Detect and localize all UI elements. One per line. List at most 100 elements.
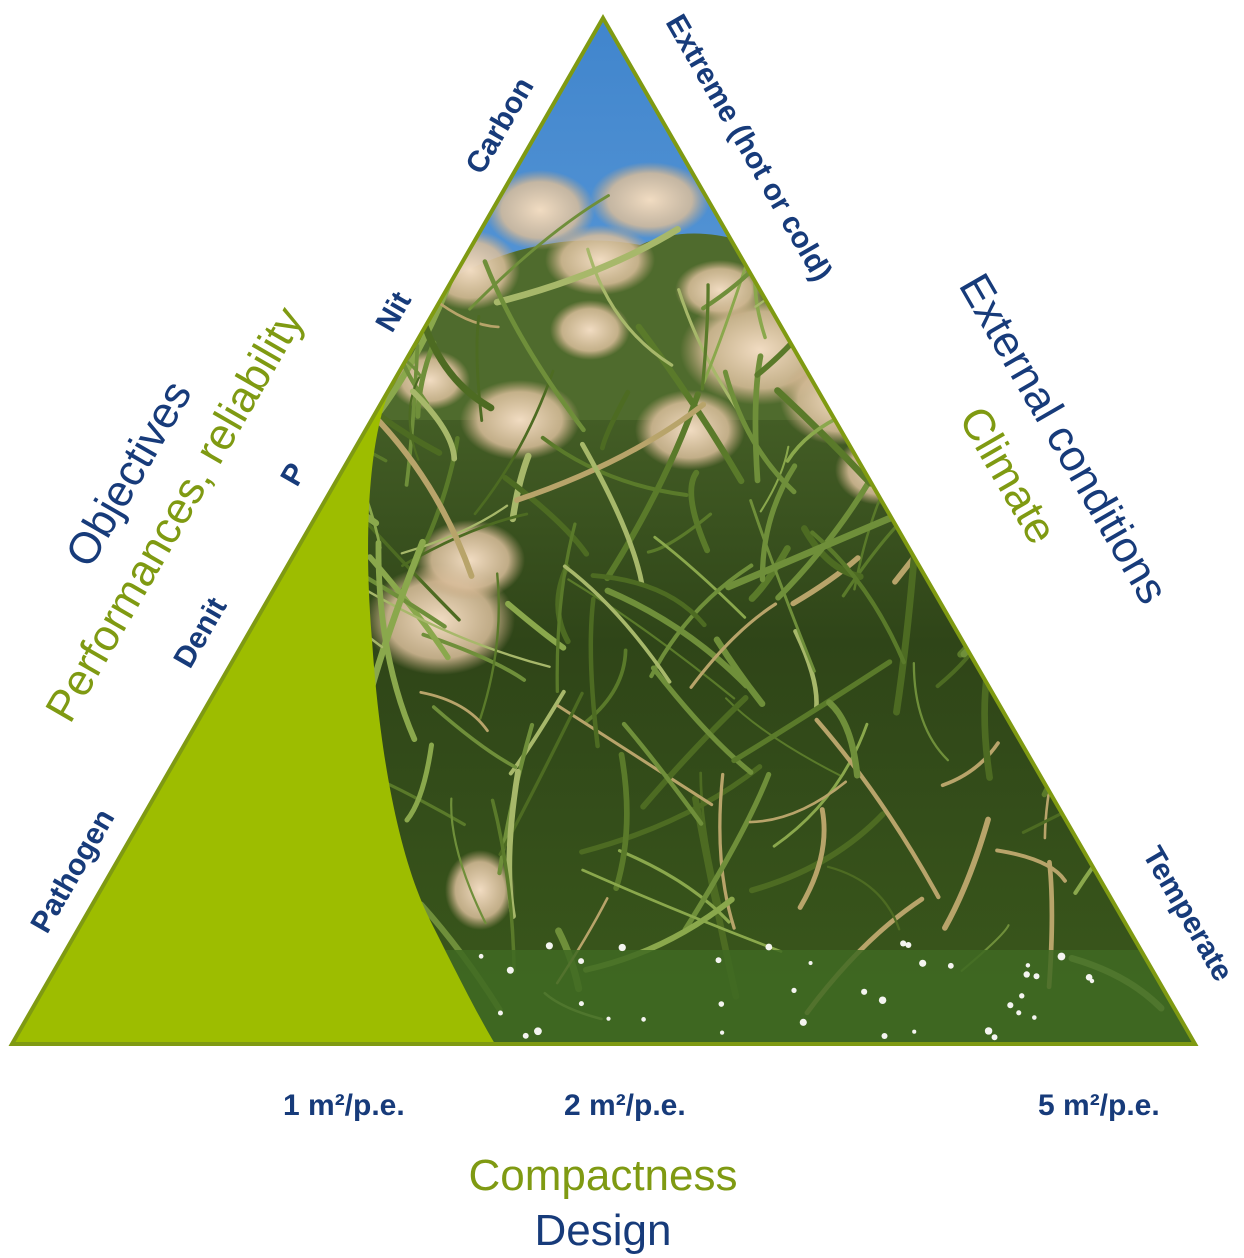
reed-leaf — [555, 522, 577, 693]
reed-leaf — [748, 811, 886, 894]
white-flower — [1057, 952, 1066, 961]
white-flower — [912, 1029, 917, 1034]
reed-leaf — [912, 661, 950, 762]
reed-plume — [460, 380, 580, 460]
reed-leaf — [940, 741, 1000, 788]
white-flower — [606, 1016, 611, 1021]
reed-leaf — [400, 504, 509, 555]
reed-plume — [635, 390, 745, 470]
reed-leaf — [1038, 668, 1060, 734]
reed-leaf — [814, 717, 941, 900]
reed-leaf — [926, 365, 1010, 400]
reed-leaf — [731, 659, 893, 764]
reed-leaf — [700, 283, 710, 391]
white-flower — [545, 942, 553, 950]
white-flower — [522, 1032, 529, 1039]
white-flower — [878, 996, 887, 1004]
reed-leaf — [846, 252, 931, 406]
reed-leaf — [1079, 666, 1133, 741]
reed-leaf — [682, 771, 772, 933]
reed-leaf — [562, 564, 672, 684]
white-flower — [947, 962, 954, 969]
level-denit: Denit — [167, 592, 233, 673]
reed-leaf — [859, 168, 909, 306]
white-flower — [799, 1018, 807, 1026]
reed-plume — [485, 170, 595, 250]
reed-leaf — [873, 297, 949, 474]
white-flower — [1016, 1010, 1022, 1016]
white-flower — [1025, 963, 1031, 968]
white-flower — [719, 1030, 725, 1035]
white-flower — [765, 943, 773, 951]
reed-leaf — [590, 573, 707, 628]
reed-leaf — [1146, 292, 1195, 379]
white-flower — [1032, 1015, 1037, 1020]
reed-leaf — [844, 295, 867, 399]
white-flower — [984, 1027, 993, 1035]
reed-leaf — [540, 435, 689, 498]
reed-leaf — [1055, 288, 1114, 324]
level-nit: Nit — [369, 286, 418, 337]
white-flower — [1023, 971, 1030, 978]
white-flower — [1019, 993, 1025, 999]
bottom-title: Compactness — [468, 1151, 737, 1200]
white-flower — [578, 1001, 584, 1007]
white-flower — [618, 943, 626, 952]
reed-leaf — [759, 463, 798, 583]
reed-leaf — [905, 210, 939, 306]
level-2m2: 2 m²/p.e. — [564, 1089, 686, 1122]
white-flower — [919, 959, 927, 967]
reed-leaf — [826, 865, 901, 931]
white-flower — [1007, 1002, 1014, 1009]
reed-leaf — [825, 351, 870, 405]
reed-leaf — [898, 260, 915, 418]
reed-leaf — [509, 452, 532, 523]
white-flower — [900, 940, 907, 947]
reed-leaf — [586, 247, 674, 367]
white-flower — [497, 1010, 503, 1016]
reed-leaf — [581, 868, 783, 953]
reed-leaf — [718, 772, 736, 930]
reed-plume — [675, 260, 765, 320]
reed-leaf — [722, 369, 797, 495]
reed-leaf — [514, 401, 707, 503]
reed-leaf — [1041, 645, 1113, 798]
reed-leaf — [407, 218, 421, 346]
reed-leaf — [646, 512, 713, 554]
white-flower — [1158, 970, 1163, 975]
reed-leaf — [579, 764, 763, 855]
reed-leaf — [883, 301, 926, 381]
reed-leaf — [613, 751, 630, 892]
reed-leaf — [749, 499, 816, 673]
reed-leaf — [348, 578, 551, 668]
reed-leaf — [942, 816, 991, 931]
reed-leaf — [653, 535, 747, 619]
reed-leaf — [790, 555, 861, 607]
reed-leaf — [479, 572, 501, 720]
reed-leaf — [1021, 736, 1195, 834]
reed-leaf — [431, 705, 518, 769]
white-flower — [718, 1001, 725, 1007]
reed-leaf — [689, 602, 778, 689]
reed-leaf — [1089, 200, 1141, 303]
white-flower — [791, 987, 797, 994]
reed-leaf — [797, 807, 827, 910]
white-flower — [478, 953, 484, 959]
reed-leaf — [967, 536, 1022, 601]
reed-leaf — [688, 469, 711, 554]
reed-leaf — [950, 462, 958, 534]
reed-leaf — [748, 780, 848, 824]
reed-leaf — [502, 475, 590, 557]
white-flower — [641, 1017, 646, 1022]
green-performance-area — [12, 390, 495, 1044]
white-flower — [905, 942, 912, 949]
reed-leaf — [375, 539, 418, 743]
reed-leaf — [725, 508, 908, 591]
white-flower — [534, 1027, 542, 1036]
reed-leaf — [1068, 185, 1128, 304]
white-flower — [991, 1034, 998, 1041]
reed-leaf — [995, 848, 1067, 883]
reed-leaf — [640, 695, 749, 810]
